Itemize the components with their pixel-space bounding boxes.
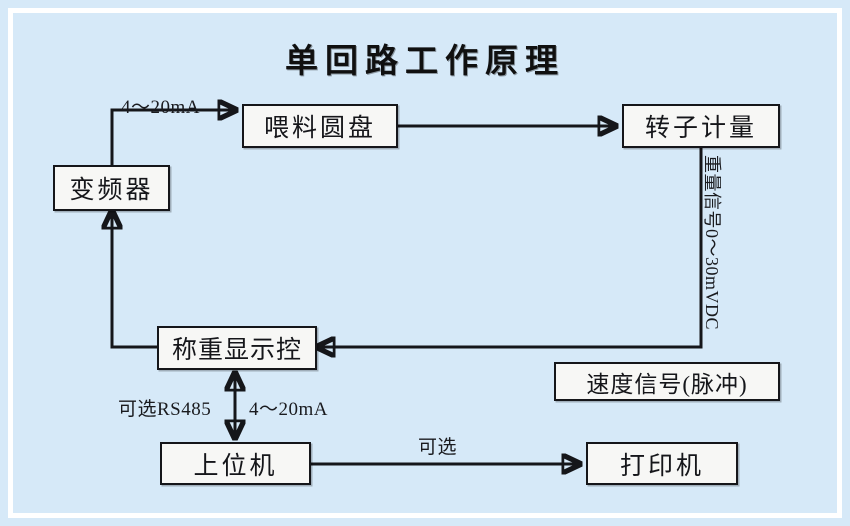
node-inverter[interactable]: 变频器 <box>53 165 170 211</box>
node-rotor-metering[interactable]: 转子计量 <box>622 104 780 148</box>
edge-rotor-to-weigh-ctrl <box>317 146 703 347</box>
node-printer[interactable]: 打印机 <box>586 442 738 485</box>
node-host-computer[interactable]: 上位机 <box>160 442 311 485</box>
node-weighing-display-controller[interactable]: 称重显示控 <box>157 326 317 370</box>
page-title: 单回路工作原理 <box>285 41 565 80</box>
edge-label-rotor-to-weigh-ctrl: 重量信号0～30mVDC <box>702 155 722 331</box>
edge-weigh-ctrl-to-inverter <box>112 211 157 349</box>
edge-label-inverter-to-feed-disc: 4～20mA <box>121 97 201 118</box>
edge-label-host-current: 4～20mA <box>249 399 329 420</box>
node-speed-signal[interactable]: 速度信号(脉冲) <box>554 362 780 401</box>
edge-label-host-rs485: 可选RS485 <box>118 399 212 420</box>
node-feed-disc[interactable]: 喂料圆盘 <box>242 104 398 148</box>
edge-label-host-to-printer: 可选 <box>418 437 458 458</box>
